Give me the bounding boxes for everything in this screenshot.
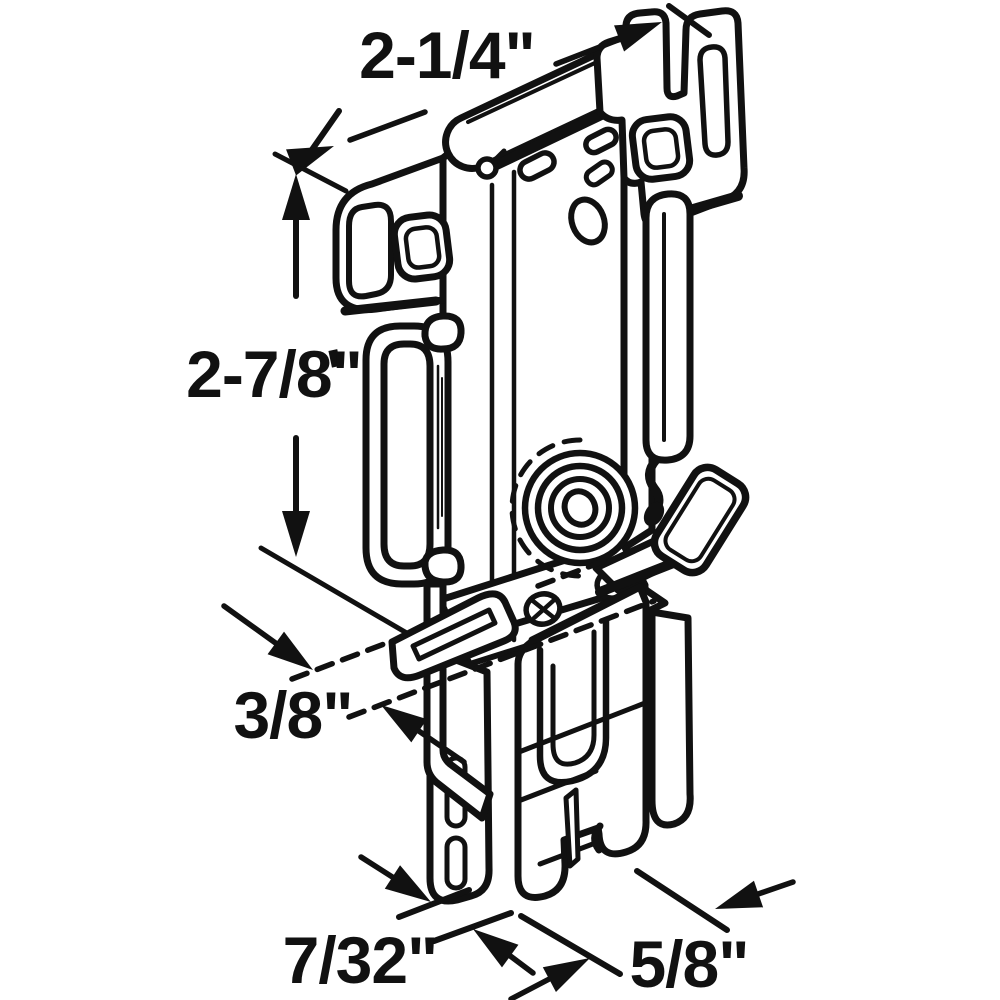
extension-line-bottom	[258, 545, 432, 649]
dashed-leader-upper-left	[289, 638, 395, 682]
mount-hole-left-outer	[390, 211, 454, 283]
dashed-leader-lower	[346, 598, 657, 720]
arrowhead-icon	[282, 511, 310, 557]
right-spring-clip	[642, 190, 694, 464]
tick-mark	[299, 108, 342, 167]
tick-mark	[666, 3, 712, 38]
dimension-labels: 2-1/4" 2-7/8" 3/8" 7/32" 5/8"	[186, 18, 749, 1000]
arrowhead-icon	[614, 22, 662, 52]
arrowhead-icon	[381, 705, 427, 743]
dimension-label-bottom-left-foot: 7/32"	[283, 923, 438, 997]
arrowhead-icon	[715, 880, 764, 909]
tick-mark	[396, 887, 472, 920]
housing-fold-line-1	[516, 700, 648, 755]
housing-front	[514, 583, 650, 901]
dimension-label-top-width: 2-1/4"	[359, 18, 535, 92]
extension-line-top	[272, 151, 349, 194]
left-clip-bottom-hook	[421, 546, 465, 586]
arrowhead-icon	[542, 958, 590, 992]
mount-hole-right-outer	[628, 113, 694, 183]
latch-lever	[650, 463, 750, 577]
dimension-label-middle-offset: 3/8"	[233, 678, 352, 752]
arrowhead-icon	[267, 631, 313, 670]
tick-mark	[518, 913, 623, 977]
dimension-bottom-right-foot	[508, 868, 796, 1000]
plate-slot-3	[583, 159, 615, 188]
dashed-leader-upper-right	[535, 555, 615, 589]
screw-cross-left	[530, 598, 556, 621]
arrowhead-icon	[384, 865, 431, 902]
tick-mark	[634, 868, 730, 933]
dimension-left-height	[282, 174, 310, 557]
dimension-middle-offset	[221, 603, 467, 765]
dimension-graphics	[221, 3, 796, 1000]
latch-step-shadow	[595, 557, 681, 597]
top-rail-highlight	[466, 60, 599, 124]
housing-wedge-slot	[563, 787, 581, 869]
top-right-hook-finger	[697, 44, 731, 158]
dimension-label-bottom-right-foot: 5/8"	[629, 927, 748, 1000]
housing-right-wall	[648, 608, 694, 829]
housing-u-channel-inner	[550, 629, 597, 767]
left-spring-clip	[362, 322, 452, 588]
dimension-bottom-left-foot	[358, 854, 536, 976]
latch-pivot	[643, 501, 665, 527]
mount-hole-left-inner	[403, 225, 442, 270]
left-leg-slot-2	[444, 835, 468, 891]
top-left-hook-shadow-edge	[340, 296, 441, 316]
pivot-pin	[475, 156, 499, 180]
pivot-pin-stem	[491, 148, 507, 164]
extension-lines	[258, 151, 432, 682]
roller-hub	[561, 488, 599, 528]
arrowhead-icon	[282, 174, 310, 220]
tongue-tab-inner	[410, 607, 498, 662]
latch-lever-inner	[663, 476, 737, 564]
top-left-hook-slot	[346, 201, 394, 300]
arrowhead-icon	[286, 146, 334, 176]
roller-dashed-arc	[509, 437, 583, 579]
tick-mark	[431, 910, 514, 944]
dimension-label-left-height: 2-7/8"	[186, 337, 362, 411]
plate-slot-2	[583, 126, 619, 156]
arrowhead-icon	[473, 929, 519, 968]
dim-line	[347, 109, 428, 143]
dimension-top-width	[286, 3, 712, 176]
left-clip-top-hook	[421, 312, 465, 353]
round-hole	[568, 196, 608, 246]
part-drawing	[328, 7, 750, 905]
top-rail-shadow-edge	[479, 103, 621, 176]
plate-slot-1	[517, 150, 557, 182]
clip-end-mark	[328, 349, 341, 368]
housing-foot-curl	[591, 822, 604, 854]
housing-fold-line-2	[518, 768, 599, 803]
mount-hole-right-inner	[641, 127, 681, 170]
dashed-leaders-front	[346, 555, 657, 720]
